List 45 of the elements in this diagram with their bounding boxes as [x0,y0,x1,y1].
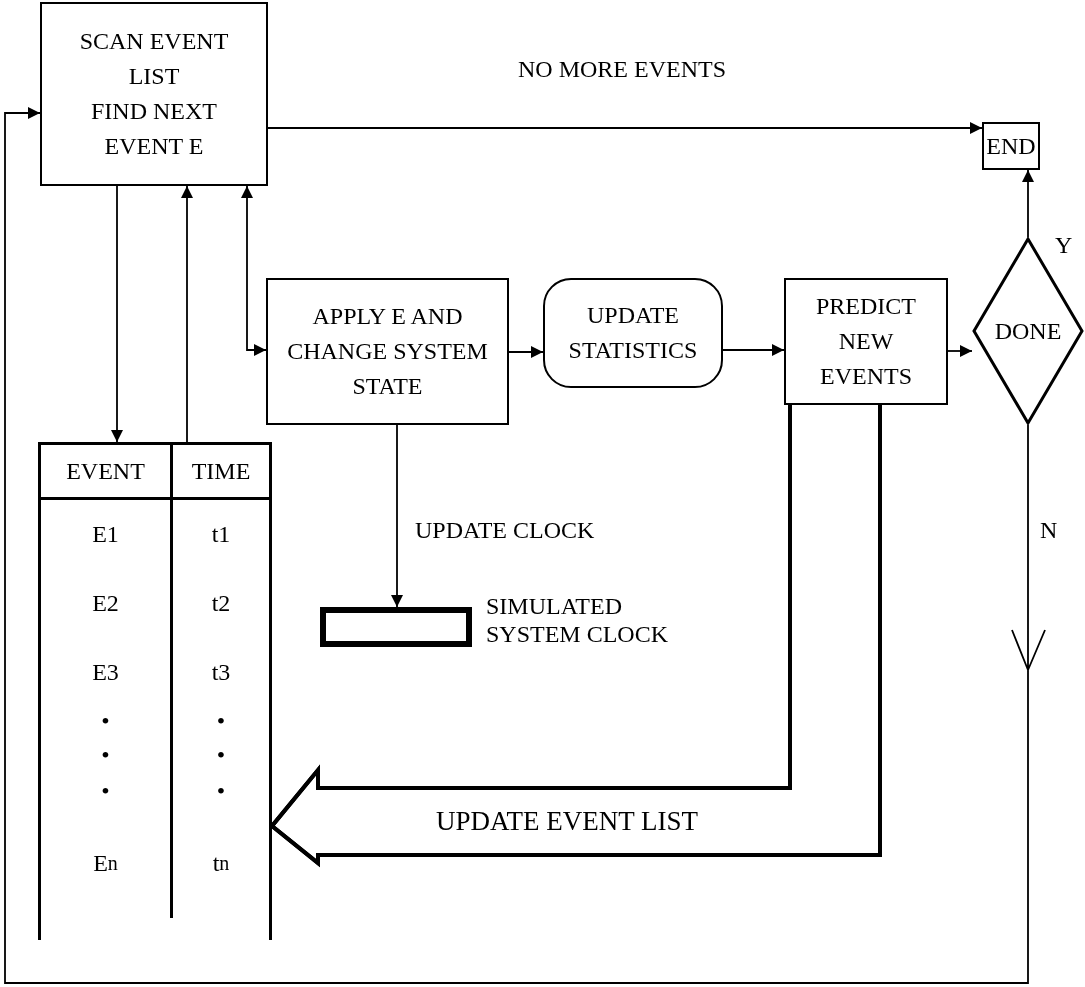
table-cell: E2 [41,568,173,638]
column-header: TIME [173,445,269,500]
decision-diamond [972,237,1084,425]
node-text: PREDICT NEW EVENTS [815,292,917,391]
arrow [181,185,193,443]
table-cell-text: • [215,776,227,806]
arrow [267,122,983,134]
node-text: UPDATE STATISTICS [567,301,699,365]
process-box [40,2,268,186]
arrow [391,424,403,608]
process-box [982,122,1040,170]
column-header: EVENT [41,445,173,500]
arrow [1022,169,1034,238]
table-cell-text: • [215,706,227,736]
clock-bar [320,607,472,647]
table-cell: E1 [41,500,173,568]
table-cell: • [41,706,173,736]
edge-label: N [1040,517,1058,545]
node-text: FIND NEXT EVENT E [90,97,218,161]
table-cell: • [41,736,173,774]
arrow [111,185,123,443]
table-cell-text: t3 [210,657,232,687]
table-cell-text: • [215,740,227,770]
table-cell: E3 [41,638,173,706]
edge-label: NO MORE EVENTS [518,56,726,84]
process-box [784,278,948,405]
process-box [266,278,509,425]
table-cell: • [41,774,173,808]
event-list-table [38,442,272,940]
node-text: END [986,131,1036,161]
edge-label: UPDATE EVENT LIST [436,806,698,838]
node-text: SCAN EVENT LIST [78,27,230,92]
table-cell-text: t1 [210,519,232,549]
edge-label: Y [1055,232,1073,260]
arrow [947,345,973,357]
edge-label: UPDATE CLOCK [415,517,595,545]
node-text: DONE [994,316,1062,346]
arrow [722,344,785,356]
arrow [241,185,267,356]
node-caption: SIMULATED SYSTEM CLOCK [486,593,670,649]
rounded-process-box [543,278,723,388]
arrow [508,346,544,358]
arrow [4,107,1046,984]
table-cell-text: t2 [210,588,232,618]
node-text: APPLY E AND CHANGE SYSTEM STATE [286,302,489,401]
